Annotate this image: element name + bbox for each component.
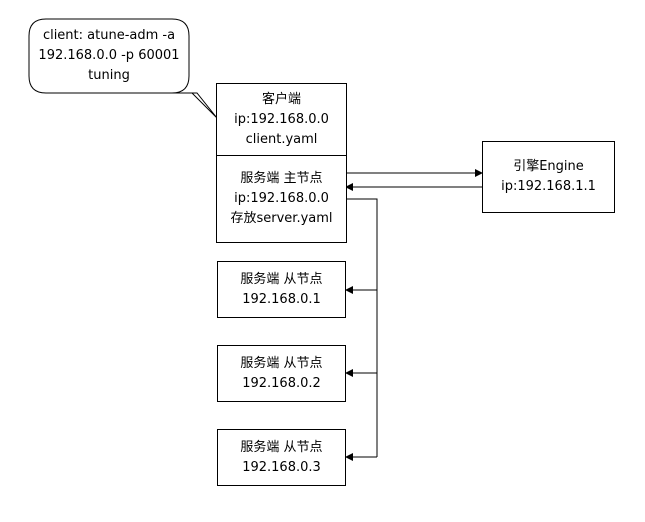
engine-box-line: ip:192.168.1.1: [501, 179, 596, 194]
slave-node-box: 服务端 从节点 192.168.0.2: [217, 345, 346, 402]
server-master-line: 存放server.yaml: [230, 211, 333, 226]
callout-line: client: atune-adm -a: [42, 28, 176, 43]
slave-node-ip: 192.168.0.2: [242, 375, 321, 391]
client-box-line: 客户端: [261, 91, 301, 107]
slave-node-label: 服务端 从节点: [240, 355, 323, 371]
client-box-line: ip:192.168.0.0: [234, 111, 329, 127]
engine-box: 引擎Engine ip:192.168.1.1: [482, 141, 615, 213]
slave-node-box: 服务端 从节点 192.168.0.3: [217, 429, 346, 486]
slave-node-box: 服务端 从节点 192.168.0.1: [217, 261, 346, 318]
callout-line: 192.168.0.0 -p 60001: [38, 48, 180, 63]
master-trunk-line: [346, 198, 378, 457]
slave-node-ip: 192.168.0.1: [242, 291, 321, 307]
server-master-line: 服务端 主节点: [240, 171, 323, 186]
callout-bubble: [28, 18, 218, 119]
server-master-line: ip:192.168.0.0: [234, 191, 329, 206]
slave-node-label: 服务端 从节点: [240, 271, 323, 287]
slave-node-ip: 192.168.0.3: [242, 459, 321, 475]
engine-box-line: 引擎Engine: [513, 159, 584, 174]
server-master-box: 服务端 主节点 ip:192.168.0.0 存放server.yaml: [216, 155, 347, 243]
client-box: 客户端 ip:192.168.0.0 client.yaml: [216, 83, 347, 156]
command-callout: client: atune-adm -a 192.168.0.0 -p 6000…: [29, 19, 189, 93]
client-box-line: client.yaml: [245, 131, 318, 147]
callout-line: tuning: [88, 68, 130, 83]
slave-node-label: 服务端 从节点: [240, 439, 323, 455]
